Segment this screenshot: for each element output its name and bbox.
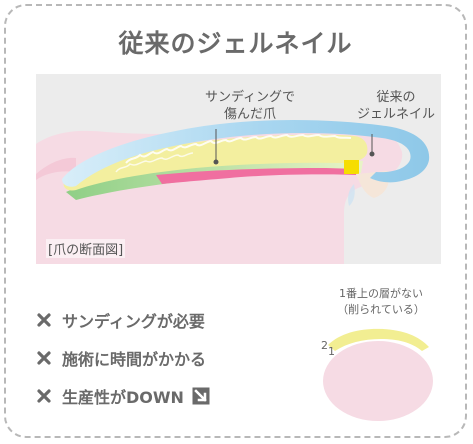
page-title: 従来のジェルネイル xyxy=(118,29,353,58)
conventional-gel-label: 従来の ジェルネイル xyxy=(356,90,435,122)
diagram-caption: [爪の断面図] xyxy=(46,239,126,258)
down-right-arrow-icon xyxy=(192,387,210,405)
cuticle-fold-shape xyxy=(36,157,76,180)
sanding-damage-texture-lower xyxy=(115,152,194,173)
missing-top-layer-note: 1番上の層がない （削られている） xyxy=(337,287,425,316)
x-icon xyxy=(37,313,51,327)
x-icon xyxy=(37,389,51,403)
list-item-text: 施術に時間がかかる xyxy=(62,350,207,369)
list-item-text: 生産性がDOWN xyxy=(62,388,184,407)
nail-cross-section-diagram: サンディングで 傷んだ爪 従来の ジェルネイル [爪の断面図] xyxy=(36,74,441,264)
drawback-list: サンディングが必要 施術に時間がかかる 生産性がDOWN xyxy=(36,301,276,415)
gel-callout-dot xyxy=(369,151,375,157)
layer-2-label: 2 xyxy=(321,339,328,352)
nail-cross-section-illustration xyxy=(36,74,441,264)
finger-tip-shape xyxy=(323,341,433,421)
nail-bed-pink-band xyxy=(156,168,358,184)
layer-1-label: 1 xyxy=(328,345,335,358)
conventional-gel-layer xyxy=(62,119,430,187)
sanding-damage-texture xyxy=(125,133,352,164)
list-item: 生産性がDOWN xyxy=(36,377,276,415)
remaining-nail-layer xyxy=(328,328,429,351)
gel-drip-shape xyxy=(348,184,355,206)
list-item: 施術に時間がかかる xyxy=(36,339,276,377)
info-card: 従来のジェルネイル xyxy=(4,4,467,438)
nail-layer-illustration xyxy=(323,328,433,421)
list-item-text: サンディングが必要 xyxy=(62,312,205,331)
sanding-callout-dot xyxy=(213,159,219,165)
x-icon xyxy=(37,351,51,365)
nail-layer-detail-diagram xyxy=(311,318,446,423)
free-edge-yellow-marker xyxy=(344,160,359,174)
list-item: サンディングが必要 xyxy=(36,301,276,339)
sanding-damage-label: サンディングで 傷んだ爪 xyxy=(204,90,296,122)
